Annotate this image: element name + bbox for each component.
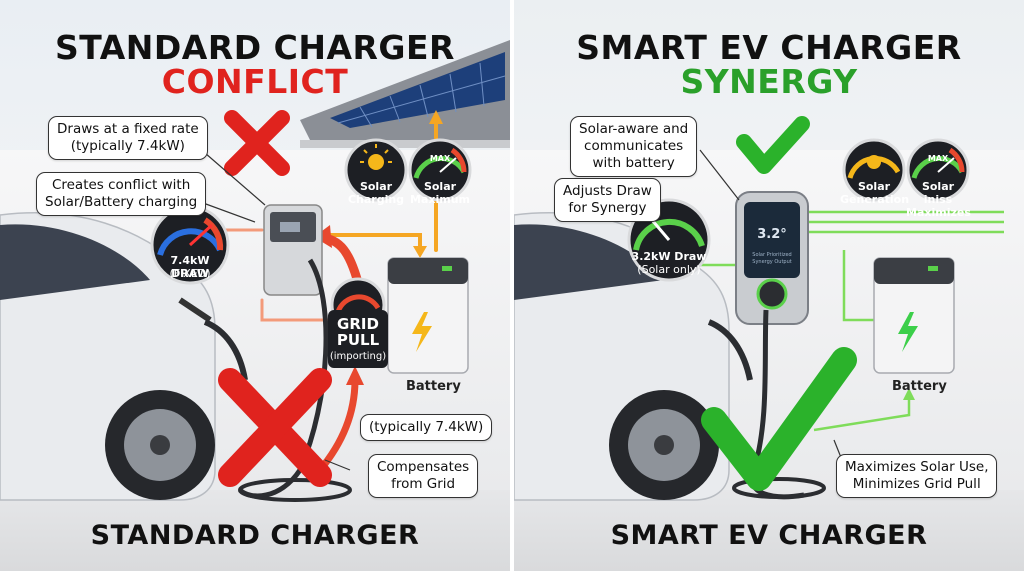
solar-charging-label: Solar Charging: [347, 180, 405, 206]
standard-charger-panel: STANDARD CHARGER CONFLICT Draws at a fix…: [0, 0, 510, 571]
left-bottom-title: STANDARD CHARGER: [90, 520, 420, 551]
standard-charger-unit: [203, 204, 352, 502]
typically-callout: (typically 7.4kW): [360, 414, 493, 441]
charger-screen-value: 3.2°: [757, 227, 787, 242]
right-subtitle: SYNERGY: [680, 62, 858, 101]
solar-maximum-gauge: [408, 138, 472, 202]
solar-roof: [300, 40, 510, 148]
left-title: STANDARD CHARGER: [55, 28, 455, 67]
conflict-x-mark-large: [218, 368, 332, 487]
conflict-callout: Creates conflict with Solar/Battery char…: [36, 172, 207, 216]
conflict-x-mark: [224, 110, 290, 176]
draw-gauge-value: 7.4kW DRAW: [170, 254, 210, 280]
electric-car: [514, 212, 730, 501]
panel-divider: [510, 0, 514, 571]
standard-charger-scene: [0, 40, 510, 502]
grid-pull-label-2: PULL: [336, 331, 380, 349]
solar-max-tag: MAX: [927, 154, 949, 163]
solar-maximizes-label: Solar iniss Maximizes: [906, 180, 971, 219]
floor: [514, 490, 1024, 571]
draw-gauge-note: (FIXED): [169, 267, 211, 280]
solar-generation-gauge: [842, 138, 906, 202]
solar-max-tag: MAX: [429, 154, 451, 163]
grid-pull-gauge: [328, 277, 388, 368]
maximizes-callout: Maximizes Solar Use, Minimizes Grid Pull: [836, 454, 998, 498]
solar-maximizes-gauge: [906, 138, 970, 202]
draw-gauge-value: 3.2kW Draw: [631, 250, 707, 263]
synergy-check-mark-large: [701, 347, 857, 491]
fixed-rate-callout: Draws at a fixed rate (typically 7.4kW): [48, 116, 208, 160]
solar-maximum-label: Solar Maximum: [410, 180, 470, 206]
draw-gauge-note: (Solar only): [637, 263, 701, 276]
left-subtitle: CONFLICT: [161, 62, 349, 101]
adjusts-callout: Adjusts Draw for Synergy: [554, 178, 661, 222]
floor: [0, 490, 510, 571]
home-battery: [387, 257, 469, 374]
battery-label: Battery: [892, 379, 947, 394]
compensates-callout: Compensates from Grid: [368, 454, 479, 498]
grid-pull-label-1: GRID: [337, 315, 379, 333]
charger-screen-text: Solar Prioritized Synergy Output: [752, 252, 792, 265]
smart-charger-unit: [707, 191, 826, 500]
synergy-check-mark: [736, 116, 810, 174]
solar-aware-callout: Solar-aware and communicates with batter…: [570, 116, 698, 177]
home-battery: [873, 257, 955, 374]
electric-car: [0, 212, 216, 501]
smart-charger-panel: SMART EV CHARGER SYNERGY Solar-aware and…: [514, 0, 1024, 571]
grid-pull-label-3: (importing): [329, 351, 387, 362]
draw-gauge: [150, 205, 230, 285]
battery-label: Battery: [406, 379, 461, 394]
solar-charging-gauge: [344, 138, 408, 202]
right-bottom-title: SMART EV CHARGER: [610, 520, 928, 551]
right-title: SMART EV CHARGER: [576, 28, 962, 67]
solar-generation-label: Solar Generation: [840, 180, 910, 206]
